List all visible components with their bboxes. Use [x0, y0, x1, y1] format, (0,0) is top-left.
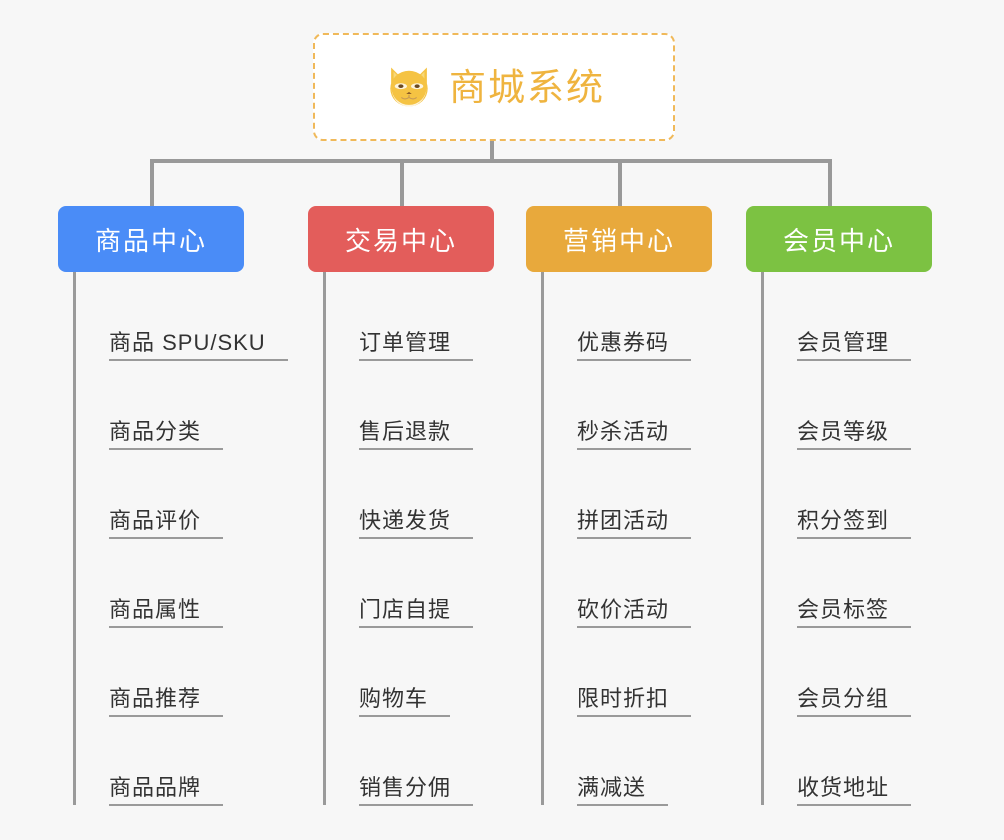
leaf-item[interactable]: 积分签到	[761, 450, 912, 539]
leaf-item[interactable]: 商品 SPU/SKU	[73, 272, 288, 361]
leaf-label: 商品评价	[109, 508, 224, 539]
leaf-label: 会员管理	[797, 330, 912, 361]
leaf-item[interactable]: 商品评价	[73, 450, 288, 539]
connector-root-stem	[490, 141, 494, 162]
leaf-item[interactable]: 商品品牌	[73, 717, 288, 806]
leaf-item[interactable]: 砍价活动	[541, 539, 692, 628]
category-box-0[interactable]: 商品中心	[58, 206, 244, 272]
category-label: 商品中心	[94, 225, 207, 256]
leaf-column-1: 订单管理 售后退款 快递发货 门店自提 购物车 销售分佣	[323, 272, 474, 806]
leaf-trunk	[323, 272, 326, 805]
leaf-item[interactable]: 商品推荐	[73, 628, 288, 717]
leaf-label: 销售分佣	[359, 775, 474, 806]
connector-drop-1	[150, 159, 154, 206]
leaf-trunk	[541, 272, 544, 805]
leaf-label: 收货地址	[797, 775, 912, 806]
leaf-item[interactable]: 售后退款	[323, 361, 474, 450]
leaf-item[interactable]: 收货地址	[761, 717, 912, 806]
leaf-column-2: 优惠券码 秒杀活动 拼团活动 砍价活动 限时折扣 满减送	[541, 272, 692, 806]
leaf-item[interactable]: 购物车	[323, 628, 473, 717]
connector-drop-4	[828, 159, 832, 206]
category-box-1[interactable]: 交易中心	[308, 206, 494, 272]
leaf-label: 售后退款	[359, 419, 474, 450]
leaf-label: 购物车	[359, 686, 451, 717]
leaf-column-3: 会员管理 会员等级 积分签到 会员标签 会员分组 收货地址	[761, 272, 912, 806]
leaf-label: 商品推荐	[109, 686, 224, 717]
leaf-label: 订单管理	[359, 330, 474, 361]
leaf-item[interactable]: 拼团活动	[541, 450, 692, 539]
leaf-trunk	[761, 272, 764, 805]
connector-drop-3	[618, 159, 622, 206]
leaf-item[interactable]: 会员分组	[761, 628, 912, 717]
leaf-item[interactable]: 快递发货	[323, 450, 474, 539]
leaf-label: 砍价活动	[577, 597, 692, 628]
leaf-label: 快递发货	[359, 508, 474, 539]
category-box-3[interactable]: 会员中心	[746, 206, 932, 272]
leaf-label: 优惠券码	[577, 330, 692, 361]
leaf-item[interactable]: 商品属性	[73, 539, 288, 628]
leaf-item[interactable]: 订单管理	[323, 272, 474, 361]
leaf-label: 门店自提	[359, 597, 474, 628]
connector-drop-2	[400, 159, 404, 206]
leaf-item[interactable]: 秒杀活动	[541, 361, 692, 450]
leaf-label: 积分签到	[797, 508, 912, 539]
leaf-item[interactable]: 门店自提	[323, 539, 474, 628]
leaf-label: 满减送	[577, 775, 669, 806]
root-node[interactable]: 商城系统	[313, 33, 675, 141]
leaf-item[interactable]: 会员标签	[761, 539, 912, 628]
leaf-label: 限时折扣	[577, 686, 692, 717]
category-label: 营销中心	[562, 225, 675, 256]
leaf-item[interactable]: 销售分佣	[323, 717, 474, 806]
leaf-label: 商品品牌	[109, 775, 224, 806]
shiba-dog-icon	[390, 67, 428, 109]
category-label: 会员中心	[782, 225, 895, 256]
leaf-item[interactable]: 商品分类	[73, 361, 288, 450]
root-title: 商城系统	[449, 66, 605, 108]
connector-horizontal-bus	[150, 159, 832, 163]
leaf-item[interactable]: 会员管理	[761, 272, 912, 361]
category-label: 交易中心	[344, 225, 457, 256]
leaf-label: 商品 SPU/SKU	[109, 330, 288, 361]
leaf-trunk	[73, 272, 76, 805]
leaf-item[interactable]: 会员等级	[761, 361, 912, 450]
leaf-item[interactable]: 优惠券码	[541, 272, 692, 361]
leaf-label: 秒杀活动	[577, 419, 692, 450]
leaf-label: 商品分类	[109, 419, 224, 450]
leaf-label: 会员标签	[797, 597, 912, 628]
leaf-column-0: 商品 SPU/SKU 商品分类 商品评价 商品属性 商品推荐 商品品牌	[73, 272, 288, 806]
category-box-2[interactable]: 营销中心	[526, 206, 712, 272]
leaf-label: 会员分组	[797, 686, 912, 717]
leaf-item[interactable]: 限时折扣	[541, 628, 692, 717]
leaf-label: 会员等级	[797, 419, 912, 450]
leaf-label: 拼团活动	[577, 508, 692, 539]
leaf-label: 商品属性	[109, 597, 224, 628]
leaf-item[interactable]: 满减送	[541, 717, 691, 806]
